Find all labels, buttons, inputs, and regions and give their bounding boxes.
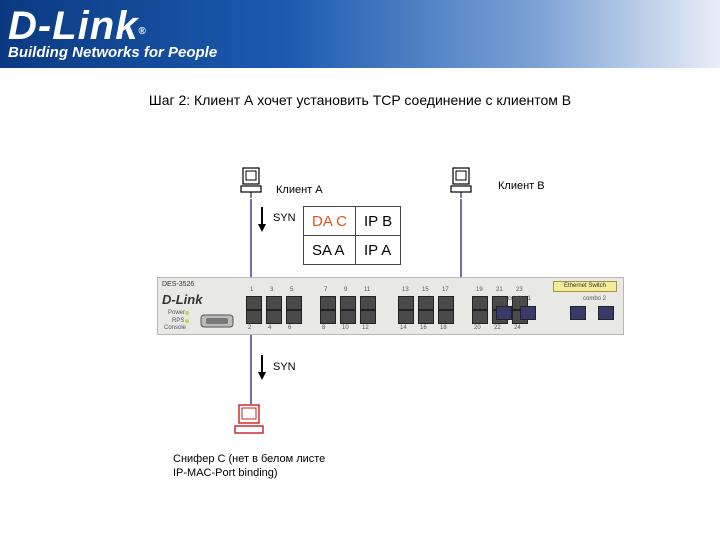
dlink-logo: D-Link® bbox=[8, 4, 147, 48]
packet-src-mac: SA A bbox=[302, 235, 357, 265]
syn-label-top: SYN bbox=[273, 212, 296, 224]
ethernet-port bbox=[360, 310, 376, 324]
port-number-top: 21 bbox=[496, 287, 503, 293]
port-number-bottom: 6 bbox=[288, 325, 292, 331]
ethernet-port bbox=[246, 310, 262, 324]
ethernet-port bbox=[286, 310, 302, 324]
arrow-down-icon bbox=[258, 355, 266, 380]
ethernet-port bbox=[398, 296, 414, 310]
combo-port bbox=[570, 306, 586, 320]
port-number-top: 11 bbox=[364, 287, 371, 293]
arrow-down-icon bbox=[258, 207, 266, 232]
status-led bbox=[185, 319, 189, 323]
port-number-top: 3 bbox=[270, 287, 274, 293]
client-a-label: Клиент А bbox=[276, 184, 323, 196]
packet-dest-ip: IP B bbox=[355, 206, 402, 236]
switch-model: DES-3526 bbox=[162, 281, 195, 288]
packet-header-table: DA C IP B SA A IP A bbox=[302, 206, 402, 265]
port-number-top: 1 bbox=[250, 287, 254, 293]
port-number-top: 19 bbox=[476, 287, 483, 293]
ethernet-port bbox=[472, 310, 488, 324]
status-label-power: Power bbox=[168, 310, 186, 316]
port-number-bottom: 18 bbox=[440, 325, 447, 331]
ethernet-port bbox=[340, 296, 356, 310]
ethernet-port bbox=[418, 296, 434, 310]
combo-group-1: combo 1 bbox=[508, 296, 532, 302]
ethernet-port bbox=[266, 296, 282, 310]
combo-port bbox=[496, 306, 512, 320]
table-row: SA A IP A bbox=[302, 235, 402, 265]
switch-brand: D-Link bbox=[162, 292, 203, 307]
port-number-top: 15 bbox=[422, 287, 429, 293]
ethernet-port bbox=[438, 310, 454, 324]
port-number-bottom: 14 bbox=[400, 325, 407, 331]
ethernet-port bbox=[246, 296, 262, 310]
sniffer-label-line2: IP-MAC-Port binding) bbox=[173, 467, 278, 479]
port-number-top: 13 bbox=[402, 287, 409, 293]
table-row: DA C IP B bbox=[302, 206, 402, 236]
port-number-bottom: 22 bbox=[494, 325, 501, 331]
ethernet-port bbox=[266, 310, 282, 324]
port-number-bottom: 4 bbox=[268, 325, 272, 331]
combo-port bbox=[598, 306, 614, 320]
sniffer-label-line1: Снифер С (нет в белом листе bbox=[173, 453, 326, 465]
ethernet-switch: DES-3526 D-Link Ethernet Switch Power RP… bbox=[157, 277, 624, 335]
port-number-bottom: 12 bbox=[362, 325, 369, 331]
port-number-bottom: 10 bbox=[342, 325, 349, 331]
slide-title: Шаг 2: Клиент А хочет установить TCP сое… bbox=[148, 92, 572, 108]
combo-group-2: combo 2 bbox=[583, 296, 607, 302]
port-number-bottom: 2 bbox=[248, 325, 252, 331]
console-port-icon bbox=[200, 314, 234, 328]
sniffer-computer-icon bbox=[234, 404, 264, 434]
ethernet-port bbox=[418, 310, 434, 324]
combo-port bbox=[520, 306, 536, 320]
ethernet-port bbox=[438, 296, 454, 310]
packet-dest-mac: DA C bbox=[302, 206, 357, 236]
packet-src-ip: IP A bbox=[355, 235, 402, 265]
port-number-top: 7 bbox=[324, 287, 328, 293]
port-number-top: 17 bbox=[442, 287, 449, 293]
ethernet-port bbox=[286, 296, 302, 310]
port-number-top: 23 bbox=[516, 287, 523, 293]
ethernet-port bbox=[340, 310, 356, 324]
port-number-bottom: 20 bbox=[474, 325, 481, 331]
port-number-top: 5 bbox=[290, 287, 294, 293]
computer-icon bbox=[240, 167, 262, 198]
status-label-rps: RPS bbox=[172, 318, 185, 324]
syn-label-bottom: SYN bbox=[273, 361, 296, 373]
ethernet-port bbox=[320, 296, 336, 310]
port-number-top: 9 bbox=[344, 287, 348, 293]
switch-badge: Ethernet Switch bbox=[553, 281, 617, 292]
status-label-console: Console bbox=[164, 325, 187, 331]
logo-tagline: Building Networks for People bbox=[8, 44, 218, 61]
ethernet-port bbox=[320, 310, 336, 324]
port-number-bottom: 8 bbox=[322, 325, 326, 331]
header-banner: D-Link® Building Networks for People bbox=[0, 0, 720, 68]
computer-icon bbox=[450, 167, 472, 198]
status-led bbox=[185, 311, 189, 315]
client-b-label: Клиент В bbox=[498, 180, 545, 192]
ethernet-port bbox=[360, 296, 376, 310]
port-number-bottom: 16 bbox=[420, 325, 427, 331]
ethernet-port bbox=[398, 310, 414, 324]
port-number-bottom: 24 bbox=[514, 325, 521, 331]
ethernet-port bbox=[472, 296, 488, 310]
